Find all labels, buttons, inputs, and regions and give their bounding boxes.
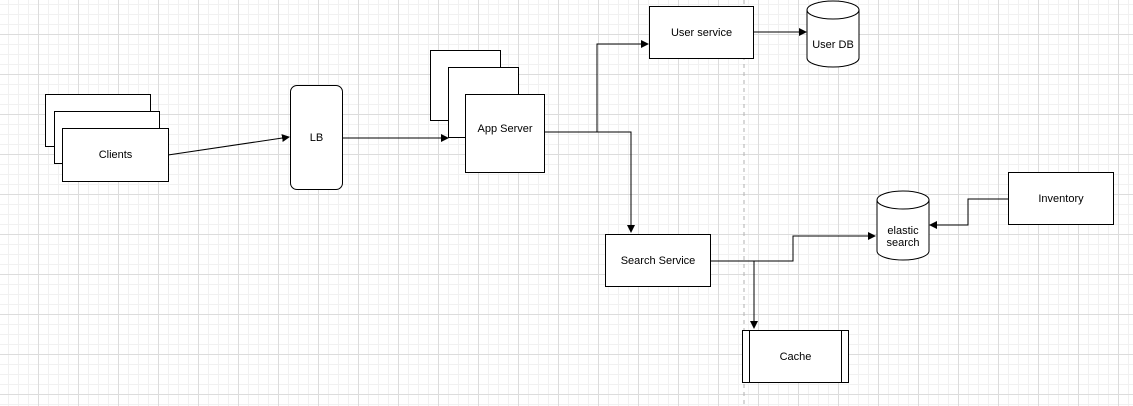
lb-label: LB bbox=[309, 131, 324, 144]
search-service-label: Search Service bbox=[620, 254, 696, 267]
edge-inventory-elastic bbox=[929, 198, 1008, 229]
inventory-label: Inventory bbox=[1038, 192, 1084, 205]
clients-node[interactable]: Clients bbox=[62, 128, 169, 182]
app-server-node[interactable]: App Server bbox=[465, 94, 545, 173]
lb-node[interactable]: LB bbox=[290, 85, 343, 190]
user-service-node[interactable]: User service bbox=[649, 6, 754, 59]
edge-clients-lb bbox=[167, 134, 290, 156]
inventory-node[interactable]: Inventory bbox=[1008, 172, 1114, 225]
edge-searchservice-elastic bbox=[710, 232, 876, 262]
user-db-label: User DB bbox=[812, 39, 854, 51]
clients-label: Clients bbox=[98, 149, 133, 161]
cache-label: Cache bbox=[779, 350, 812, 363]
elastic-search-cylinder[interactable]: elastic search bbox=[876, 190, 930, 261]
cache-node[interactable]: Cache bbox=[742, 330, 849, 383]
elastic-search-label-line2: search bbox=[886, 237, 919, 249]
user-db-cylinder[interactable]: User DB bbox=[806, 0, 860, 68]
edge-appserver-searchservice bbox=[545, 131, 635, 233]
elastic-search-label-line1: elastic bbox=[887, 225, 919, 237]
user-service-label: User service bbox=[670, 27, 733, 39]
cache-left-bar bbox=[749, 331, 750, 382]
cache-right-bar bbox=[841, 331, 842, 382]
edge-searchservice-cache bbox=[710, 260, 758, 329]
search-service-node[interactable]: Search Service bbox=[605, 234, 711, 287]
app-server-label: App Server bbox=[477, 122, 533, 135]
edge-appserver-userservice bbox=[545, 40, 649, 133]
